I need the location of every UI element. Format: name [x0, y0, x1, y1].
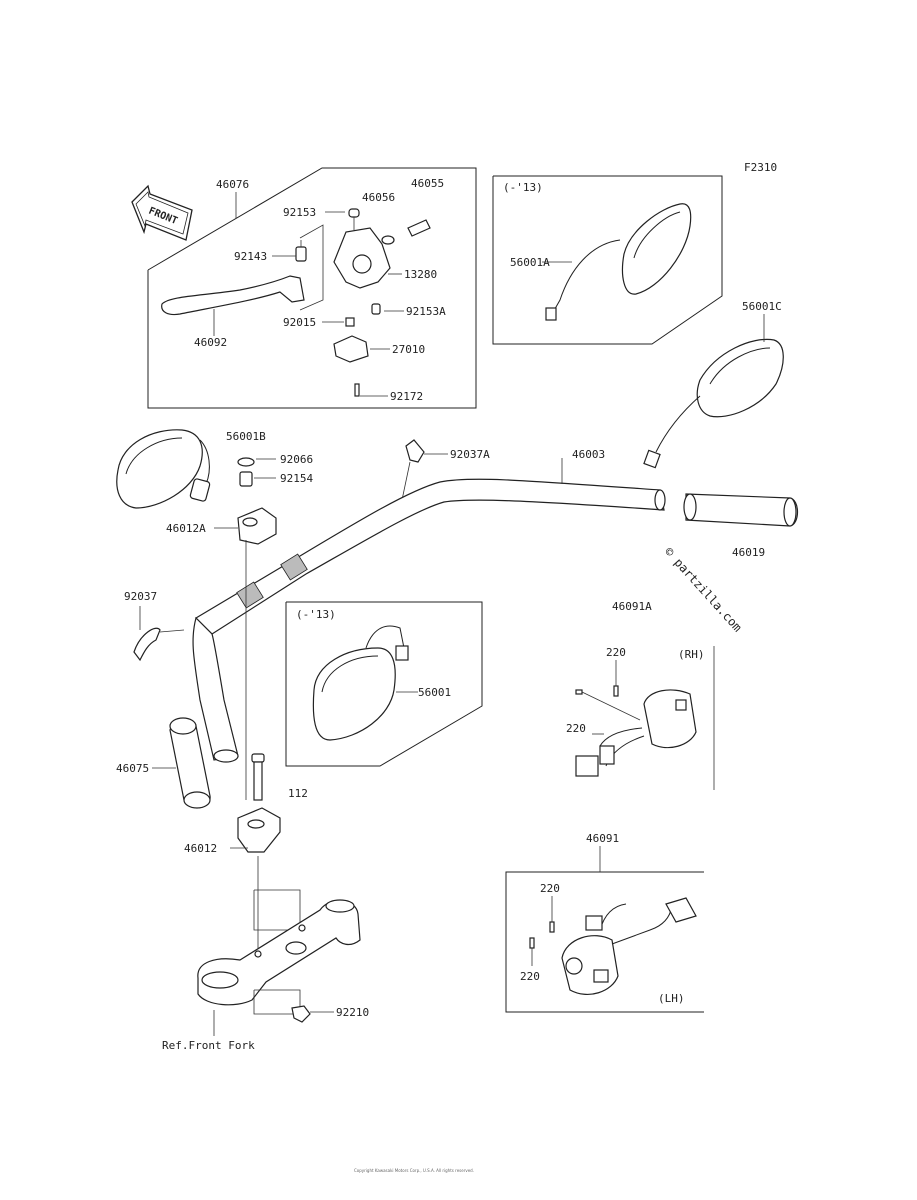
label-56001: 56001 [418, 686, 451, 699]
label-92154: 92154 [280, 472, 313, 485]
holder-46012 [237, 807, 281, 853]
label-46076: 46076 [216, 178, 249, 191]
front-arrow-icon: FRONT [131, 184, 193, 241]
lh-switch-box [505, 846, 704, 1013]
grip-46019 [683, 493, 799, 527]
mirror-56001A [621, 203, 692, 295]
rh-connector [575, 755, 599, 777]
nut-92154 [239, 471, 253, 487]
clip-92037A [405, 439, 425, 463]
collar-92143 [295, 246, 307, 262]
label-92153: 92153 [283, 206, 316, 219]
note-13-top: (-'13) [503, 181, 543, 194]
label-92015: 92015 [283, 316, 316, 329]
pivot-bolt-92153 [348, 208, 360, 218]
label-46012A: 46012A [166, 522, 206, 535]
lever-assembly-box [147, 167, 477, 409]
label-46091A: 46091A [612, 600, 652, 613]
mirror-56001B [116, 429, 211, 509]
label-92153A: 92153A [406, 305, 446, 318]
label-220-b: 220 [566, 722, 586, 735]
label-46003: 46003 [572, 448, 605, 461]
label-92037: 92037 [124, 590, 157, 603]
steering-stem-clamp [197, 889, 361, 1036]
bolt-92153A [371, 303, 381, 315]
label-92210: 92210 [336, 1006, 369, 1019]
label-56001A: 56001A [510, 256, 550, 269]
label-220-d: 220 [520, 970, 540, 983]
rh-switch-box [575, 646, 715, 790]
label-112: 112 [288, 787, 308, 800]
mirror-stem-a [545, 307, 557, 321]
mirror-box-top [492, 175, 723, 345]
label-46075: 46075 [116, 762, 149, 775]
nut-92210 [291, 1005, 311, 1023]
mirror-56001C [643, 314, 784, 469]
clip-92037 [133, 627, 161, 662]
grip-46075 [152, 717, 211, 809]
note-13-mid: (-'13) [296, 608, 336, 621]
label-46019: 46019 [732, 546, 765, 559]
lh-connector [665, 897, 697, 923]
label-220-c: 220 [540, 882, 560, 895]
rh-connector-2 [599, 745, 615, 765]
adjuster-screw [407, 219, 431, 237]
lh-connector-2 [585, 915, 603, 931]
screw-92172 [354, 383, 360, 397]
label-92066: 92066 [280, 453, 313, 466]
label-46092: 46092 [194, 336, 227, 349]
label-220-a: 220 [606, 646, 626, 659]
mirror-box-middle [285, 601, 483, 767]
screw-220-c [549, 921, 555, 933]
label-46012: 46012 [184, 842, 217, 855]
label-13280: 13280 [404, 268, 437, 281]
label-56001B: 56001B [226, 430, 266, 443]
washer [381, 235, 395, 245]
label-56001C: 56001C [742, 300, 782, 313]
label-92172: 92172 [390, 390, 423, 403]
screw-220-b [613, 685, 619, 697]
holder-46012A [237, 507, 277, 545]
label-46055: 46055 [411, 177, 444, 190]
figure-code: F2310 [744, 161, 777, 174]
footer-copyright: Copyright Kawasaki Motors Corp., U.S.A. … [354, 1168, 474, 1173]
screw-220-d [529, 937, 535, 949]
rh-label: (RH) [678, 648, 705, 661]
clutch-lever [161, 275, 305, 316]
label-46056: 46056 [362, 191, 395, 204]
label-92143: 92143 [234, 250, 267, 263]
label-27010: 27010 [392, 343, 425, 356]
o-ring-92066 [237, 457, 255, 467]
label-92037A: 92037A [450, 448, 490, 461]
label-46091: 46091 [586, 832, 619, 845]
switch-27010 [333, 335, 369, 363]
handlebar-46003 [192, 458, 666, 763]
screw-220-a [575, 689, 583, 695]
nut-92015 [345, 317, 355, 327]
bolt-112 [251, 753, 265, 801]
ref-front-fork: Ref.Front Fork [162, 1039, 255, 1052]
lh-label: (LH) [658, 992, 685, 1005]
